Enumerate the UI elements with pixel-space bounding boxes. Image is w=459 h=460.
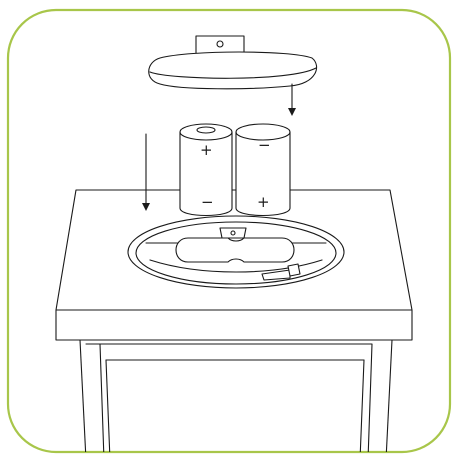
battery-compartment [128,216,344,288]
battery-left-bottom-symbol: − [201,193,214,211]
battery-left: + − [180,124,232,216]
battery-right: − + [236,124,290,216]
battery-right-top-symbol: − [258,136,271,154]
battery-left-top-symbol: + [200,141,213,159]
battery-right-bottom-symbol: + [257,193,270,211]
